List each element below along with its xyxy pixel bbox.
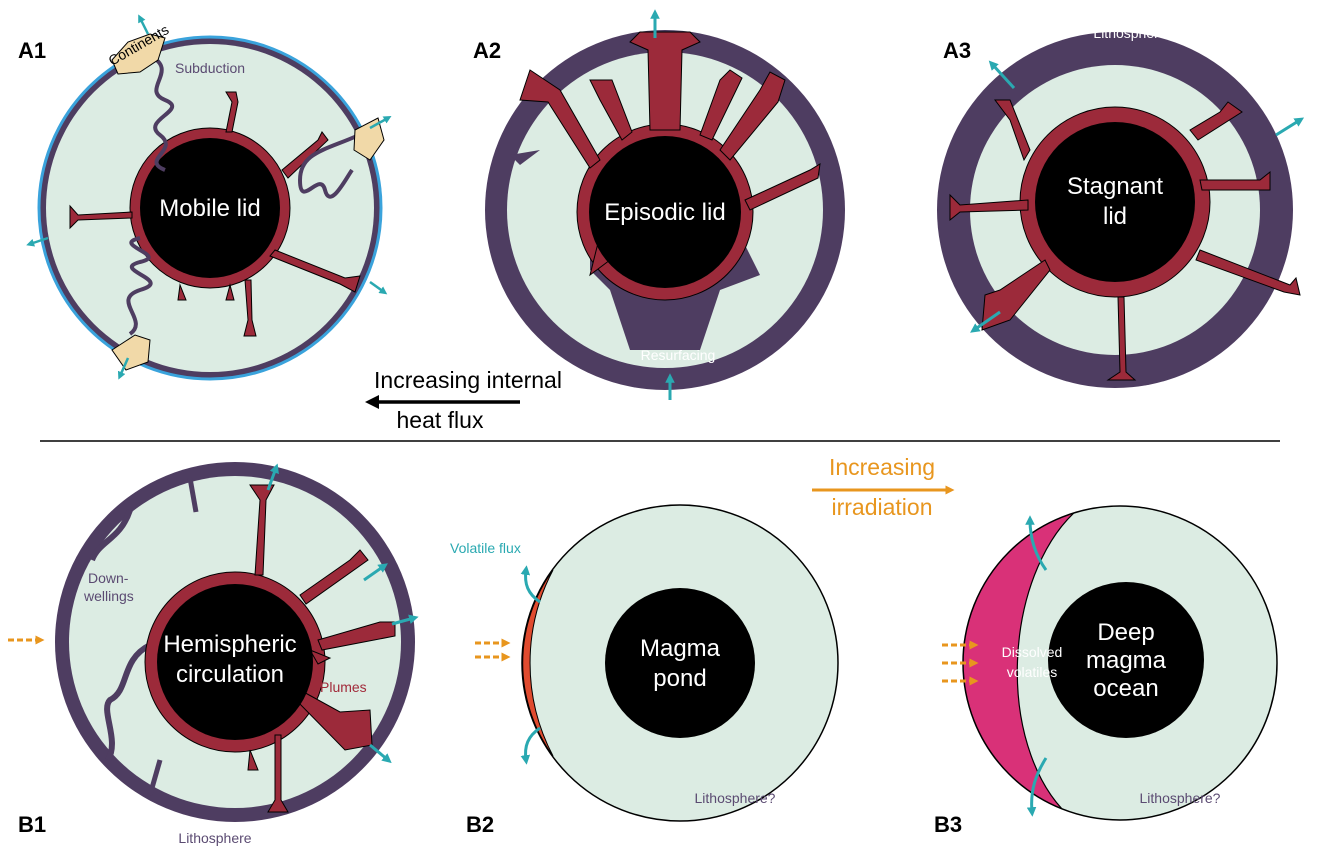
b1-panel-label: B1 xyxy=(18,812,46,837)
a3-flux-arrows xyxy=(970,60,1305,333)
b2-core-label-line1: Magma xyxy=(640,635,721,662)
panel-a2: A2 Episodic lid Resurfacing xyxy=(473,9,845,400)
b1-downwelling-1 xyxy=(89,508,133,562)
heat-flux-label-line2: heat flux xyxy=(397,407,484,433)
a1-continent-top xyxy=(111,33,166,75)
a2-resurfacing-label: Resurfacing xyxy=(641,347,716,363)
irradiation-arrow: Increasing irradiation xyxy=(812,454,955,520)
b1-downwellings-label-line1: Down- xyxy=(88,570,129,586)
panel-b3: B3 Deep magma ocean Dissolved volatiles … xyxy=(934,505,1278,837)
b3-dissolved-label-line2: volatiles xyxy=(1007,664,1058,680)
a3-core-label-line1: Stagnant xyxy=(1067,173,1163,200)
b1-downwellings-label-line2: wellings xyxy=(83,588,134,604)
panel-a3: A3 Stagnant lid Lithosphere xyxy=(937,25,1305,388)
a3-panel-label: A3 xyxy=(943,38,971,63)
a1-slab-2 xyxy=(297,128,371,199)
b3-panel-label: B3 xyxy=(934,812,962,837)
b3-volatile-arrows xyxy=(1025,515,1048,817)
b1-core xyxy=(157,584,313,740)
a1-flux-arrows xyxy=(26,14,392,380)
a1-slab-3 xyxy=(126,236,153,336)
b2-lithosphere-label: Lithosphere? xyxy=(695,790,776,806)
a2-core-label: Episodic lid xyxy=(604,199,725,226)
panel-b1: B1 Hemispheric circulation Down- welling… xyxy=(8,462,419,846)
panel-a1: A1 Mobile lid Subduction Continents xyxy=(18,14,392,381)
irradiation-label-line2: irradiation xyxy=(832,494,933,520)
b3-irradiation-arrows xyxy=(942,640,979,686)
a3-core xyxy=(1035,122,1195,282)
a3-core-label-line2: lid xyxy=(1103,203,1127,230)
b1-downwelling-3 xyxy=(187,477,199,513)
a2-panel-label: A2 xyxy=(473,38,501,63)
b1-core-label-line2: circulation xyxy=(176,661,284,688)
a1-subduction-label: Subduction xyxy=(175,60,245,76)
a1-panel-label: A1 xyxy=(18,38,46,63)
a1-continent-right xyxy=(353,117,385,161)
heat-flux-label-line1: Increasing internal xyxy=(374,367,562,393)
irradiation-label-line1: Increasing xyxy=(829,454,935,480)
b2-volatile-flux-label: Volatile flux xyxy=(450,540,521,556)
b3-core-label-line2: magma xyxy=(1086,647,1167,674)
b1-downwelling-2 xyxy=(104,642,152,762)
b2-volatile-arrows xyxy=(520,565,541,765)
panel-b2: B2 Magma pond Volatile flux Lithosphere? xyxy=(450,504,839,837)
b2-core xyxy=(605,588,755,738)
a1-slab-1 xyxy=(149,54,175,172)
b1-core-label-line1: Hemispheric xyxy=(163,631,296,658)
b3-core-label-line1: Deep xyxy=(1097,619,1154,646)
a3-lithosphere-label: Lithosphere xyxy=(1093,25,1166,41)
heat-flux-arrow: Increasing internal heat flux xyxy=(365,367,562,433)
b1-plumes-label: Plumes xyxy=(320,679,367,695)
b3-magma-ocean xyxy=(963,506,1092,820)
b1-downwelling-4 xyxy=(147,759,163,796)
b3-dissolved-label-line1: Dissolved xyxy=(1002,644,1063,660)
a2-core xyxy=(589,136,741,288)
b2-irradiation-arrows xyxy=(475,638,511,662)
b3-core xyxy=(1048,582,1204,738)
b2-core-label-line2: pond xyxy=(653,665,706,692)
a1-core-label: Mobile lid xyxy=(159,195,260,222)
a2-flux-arrows xyxy=(650,9,675,400)
b2-panel-label: B2 xyxy=(466,812,494,837)
a1-ocean-surface xyxy=(37,35,383,381)
b3-lithosphere-label: Lithosphere? xyxy=(1140,790,1221,806)
b2-magma-pond xyxy=(522,569,554,757)
a2-drip-left xyxy=(510,150,540,165)
b1-flux-arrows xyxy=(266,463,419,764)
b3-core-label-line3: ocean xyxy=(1093,675,1158,702)
b1-lithosphere-label: Lithosphere xyxy=(178,830,251,846)
a1-core xyxy=(140,138,280,278)
